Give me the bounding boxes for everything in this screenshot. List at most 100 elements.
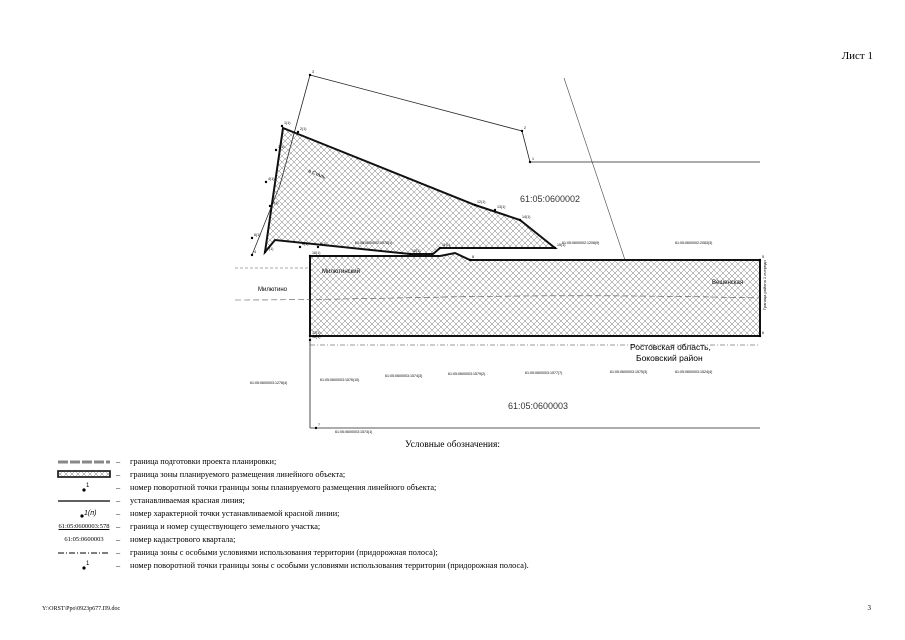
svg-text:1: 1 xyxy=(86,561,90,567)
point-label: 5 xyxy=(762,255,764,259)
point-marker xyxy=(758,258,762,262)
point-marker xyxy=(263,250,267,254)
page-number: 3 xyxy=(867,604,872,612)
block-top-label: 61:05:0600002 xyxy=(520,194,580,204)
point-marker xyxy=(250,236,254,240)
legend-row: – граница подготовки проекта планировки; xyxy=(40,455,860,468)
parcel-label: 61:05:0600002:1208(9) xyxy=(562,241,599,245)
point-label: 2(1) xyxy=(300,127,306,131)
point-label: 3(1) xyxy=(278,145,284,149)
block-bottom-label: 61:05:0600003 xyxy=(508,401,568,411)
point-marker xyxy=(308,338,312,342)
legend-row: 1 – номер поворотной точки границы зоны … xyxy=(40,481,860,494)
road-left-label-2: Милютино xyxy=(258,287,288,293)
parcel-label: 61:05:0600003:1579(2) xyxy=(448,372,485,376)
roadside-point-symbol: 1 xyxy=(82,561,90,570)
point-marker xyxy=(553,246,557,250)
legend-text: номер поворотной точки границы зоны с ос… xyxy=(130,561,529,570)
legend-dash: – xyxy=(116,496,121,505)
red-line-point-symbol: 1(п) xyxy=(80,510,96,518)
legend-row: 61:05:0600003:578 – граница и номер суще… xyxy=(40,520,860,533)
parcel-label: 61:05:0600003:1577(7) xyxy=(525,371,562,375)
legend-row: 1 – номер поворотной точки границы зоны … xyxy=(40,559,860,572)
legend-text: граница и номер существующего земельного… xyxy=(130,522,321,531)
point-label: 1(1) xyxy=(284,121,290,125)
zone-boundary-symbol xyxy=(57,470,111,478)
legend-dash: – xyxy=(116,483,121,492)
point-label: 4(1) xyxy=(268,177,274,181)
point-label: 16(1) xyxy=(312,251,320,255)
legend-text: номер поворотной точки границы зоны план… xyxy=(130,483,437,492)
road-corridor-zone xyxy=(309,251,761,337)
parcel-label: 61:05:0600003:1574(3) xyxy=(385,374,422,378)
legend-text: номер кадастрового квартала; xyxy=(130,535,236,544)
point-marker xyxy=(758,334,762,338)
point-label: 5(1) xyxy=(272,201,278,205)
legend-row: 1(п) – номер характерной точки устанавли… xyxy=(40,507,860,520)
point-marker xyxy=(518,218,522,222)
point-label: 11(1) xyxy=(442,243,450,247)
legend-text: граница зоны с особыми условиями использ… xyxy=(130,548,438,557)
point-label: 8 xyxy=(472,255,474,259)
sheet-label: Лист 1 xyxy=(841,50,873,62)
point-label: 4 xyxy=(254,250,256,254)
point-label: 12(1) xyxy=(477,200,485,204)
road-right-label: Вешенская xyxy=(712,280,743,286)
red-line-symbol xyxy=(58,500,110,502)
legend-text: граница зоны планируемого размещения лин… xyxy=(130,470,346,479)
parcel-label: 61:05:0600003:1524(4) xyxy=(675,370,712,374)
road-left-label: Милютинский xyxy=(322,268,360,275)
vertical-label: Граница района 1 очереди xyxy=(762,260,767,310)
legend-dash: – xyxy=(116,522,121,531)
point-marker xyxy=(493,208,497,212)
file-path: Y:\ORST\Ppo\0923p677.П9.doc xyxy=(42,606,121,612)
point-label: 15(1) xyxy=(557,243,565,247)
point-label: 8(1) xyxy=(302,242,308,246)
point-marker xyxy=(468,258,472,262)
point-marker xyxy=(308,254,312,258)
point-marker xyxy=(520,129,524,133)
legend-title: Условные обозначения: xyxy=(405,440,501,450)
point-marker xyxy=(264,180,268,184)
legend: – граница подготовки проекта планировки;… xyxy=(40,455,860,572)
legend-text: устанавливаемая красная линия; xyxy=(130,496,245,505)
point-label: 7 xyxy=(318,423,320,427)
roadside-zone-symbol xyxy=(58,552,110,554)
legend-dash: – xyxy=(116,548,121,557)
point-marker xyxy=(316,245,320,249)
legend-row: – устанавливаемая красная линия; xyxy=(40,494,860,507)
point-label: 10(1) xyxy=(412,249,420,253)
point-label: 6(1) xyxy=(254,233,260,237)
parcel-label: 61:05:0600002:2083(3) xyxy=(675,241,712,245)
parcel-label: 61:05:0600003:1278(4) xyxy=(250,381,287,385)
point-label: 2 xyxy=(524,126,526,130)
legend-dash: – xyxy=(116,561,121,570)
thin-diag-line xyxy=(563,77,626,261)
legend-row: – граница зоны планируемого размещения л… xyxy=(40,468,860,481)
parcel-label: 61:05:0600003:1575(3) xyxy=(610,370,647,374)
point-marker xyxy=(298,245,302,249)
legend-row: 61:05:0600003 – номер кадастрового кварт… xyxy=(40,533,860,546)
point-label: 9(1) xyxy=(320,242,326,246)
point-label: 18(1) xyxy=(312,335,320,339)
legend-dash: – xyxy=(116,535,121,544)
point-label: 17(1) xyxy=(312,331,320,335)
parcel-label: 61:05:0600003:1574(1) xyxy=(335,430,372,434)
point-marker xyxy=(473,203,477,207)
point-marker xyxy=(268,204,272,208)
point-marker xyxy=(296,130,300,134)
project-boundary-symbol xyxy=(58,460,110,464)
point-marker xyxy=(250,253,254,257)
point-marker xyxy=(280,124,284,128)
point-marker xyxy=(308,334,312,338)
point-marker xyxy=(408,252,412,256)
district-label: Боковский район xyxy=(636,353,703,363)
point-label: 6 xyxy=(762,331,764,335)
point-label: 3 xyxy=(312,70,314,74)
point-label: 13(1) xyxy=(497,205,505,209)
legend-dash: – xyxy=(116,509,121,518)
planning-drawing: 61:05:0600002 61:05:0600003 Ростовская о… xyxy=(234,70,767,434)
legend-dash: – xyxy=(116,457,121,466)
point-marker xyxy=(314,426,318,430)
point-label: 7(1) xyxy=(267,247,273,251)
